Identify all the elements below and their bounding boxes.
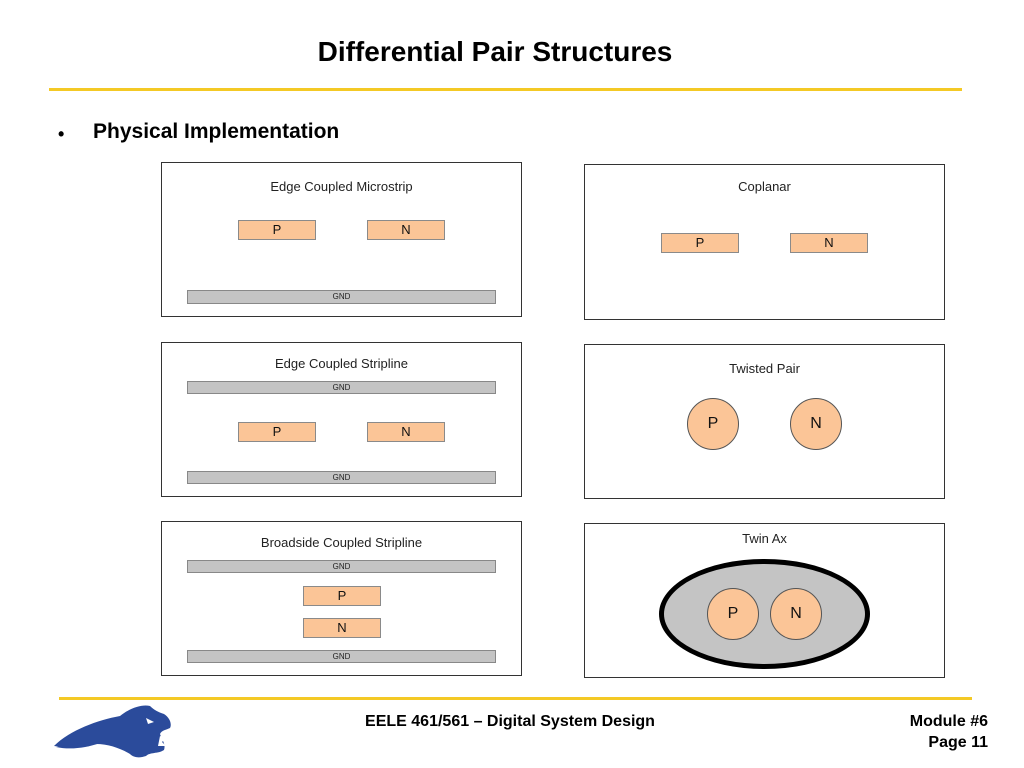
footer-module-page: Module #6 Page 11	[880, 711, 988, 753]
bullet-marker: •	[58, 124, 65, 144]
conductor-n: N	[303, 618, 381, 638]
diagram-broadside-coupled-stripline: Broadside Coupled Stripline GND P N GND	[161, 521, 522, 676]
wire-p: P	[687, 398, 739, 450]
diagram-title: Edge Coupled Microstrip	[270, 179, 413, 194]
bobcat-logo-icon	[54, 705, 171, 758]
slide-title: Differential Pair Structures	[317, 36, 673, 67]
module-number: Module #6	[909, 713, 988, 730]
ground-plane-top: GND	[187, 560, 496, 573]
ground-plane: GND	[187, 290, 496, 304]
diagram-twin-ax: Twin Ax P N	[584, 523, 945, 678]
footer-course-title: EELE 461/561 – Digital System Design	[365, 713, 655, 730]
diagram-twisted-pair: Twisted Pair P N	[584, 344, 945, 499]
ground-plane-top: GND	[187, 381, 496, 394]
wire-n: N	[770, 588, 822, 640]
diagram-edge-coupled-stripline: Edge Coupled Stripline GND P N GND	[161, 342, 522, 497]
diagram-title: Broadside Coupled Stripline	[260, 535, 423, 550]
top-divider	[49, 88, 962, 91]
ground-plane-bottom: GND	[187, 650, 496, 663]
conductor-p: P	[238, 220, 316, 240]
conductor-p: P	[303, 586, 381, 606]
conductor-p: P	[661, 233, 739, 253]
bottom-divider	[59, 697, 972, 700]
twin-ax-jacket	[659, 559, 870, 669]
wire-p: P	[707, 588, 759, 640]
conductor-n: N	[367, 422, 445, 442]
ground-plane-bottom: GND	[187, 471, 496, 484]
conductor-n: N	[367, 220, 445, 240]
diagram-title: Twisted Pair	[729, 361, 800, 376]
bullet-physical-implementation: Physical Implementation	[93, 120, 340, 143]
diagram-title: Coplanar	[738, 179, 791, 194]
diagram-coplanar: Coplanar P N	[584, 164, 945, 320]
conductor-n: N	[790, 233, 868, 253]
wire-n: N	[790, 398, 842, 450]
conductor-p: P	[238, 422, 316, 442]
diagram-edge-coupled-microstrip: Edge Coupled Microstrip P N GND	[161, 162, 522, 317]
diagram-title: Edge Coupled Stripline	[275, 356, 408, 371]
page-number: Page 11	[928, 734, 988, 751]
diagram-title: Twin Ax	[742, 531, 787, 546]
